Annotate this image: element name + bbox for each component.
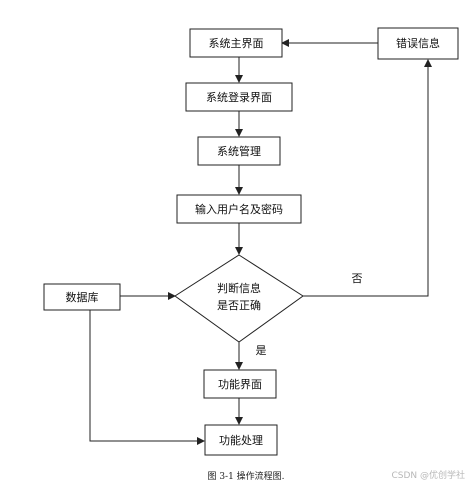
node-input-credentials: 输入用户名及密码	[176, 194, 302, 224]
node-main-ui: 系统主界面	[189, 28, 283, 58]
input-credentials-label: 输入用户名及密码	[195, 202, 283, 216]
function-process-box	[204, 424, 278, 456]
error-info-box	[377, 27, 459, 60]
node-function-ui: 功能界面	[203, 369, 277, 399]
node-login-ui: 系统登录界面	[185, 82, 293, 112]
edge-label-no: 否	[352, 272, 363, 285]
database-label: 数据库	[66, 290, 99, 304]
decision-label-line2: 是否正确	[217, 299, 261, 312]
node-decision: 判断信息 是否正确	[174, 254, 304, 343]
watermark: CSDN @优创学社	[391, 469, 465, 481]
main-ui-box	[189, 28, 283, 58]
decision-diamond	[174, 254, 304, 343]
database-box	[43, 283, 121, 311]
connectors	[89, 39, 432, 445]
edge-label-yes: 是	[256, 344, 267, 357]
system-mgmt-box	[197, 136, 281, 166]
decision-label-line1: 判断信息	[217, 281, 261, 295]
node-database: 数据库	[43, 283, 121, 311]
login-ui-label: 系统登录界面	[206, 90, 272, 104]
node-function-process: 功能处理	[204, 424, 278, 456]
edge-database-to-process	[89, 310, 205, 445]
figure-caption: 图 3-1 操作流程图.	[207, 470, 284, 482]
login-ui-box	[185, 82, 293, 112]
function-process-label: 功能处理	[219, 433, 263, 447]
node-error-info: 错误信息	[377, 27, 459, 60]
edge-decision-no-to-error	[303, 59, 432, 297]
function-ui-label: 功能界面	[218, 377, 262, 391]
main-ui-label: 系统主界面	[209, 37, 264, 50]
node-system-mgmt: 系统管理	[197, 136, 281, 166]
error-info-label: 错误信息	[396, 36, 440, 50]
system-mgmt-label: 系统管理	[217, 144, 261, 158]
input-credentials-box	[176, 194, 302, 224]
function-ui-box	[203, 369, 277, 399]
